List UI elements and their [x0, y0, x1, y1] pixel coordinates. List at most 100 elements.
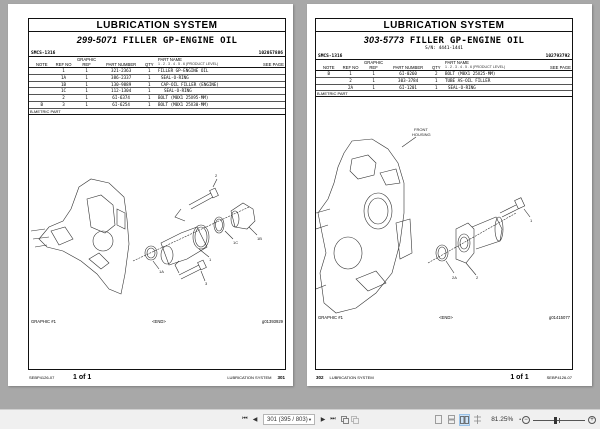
housing-label-front: FRONT [414, 127, 428, 132]
zoom-slider-thumb[interactable] [554, 416, 557, 424]
callout-3: 3 [205, 281, 208, 286]
end-marker: <END> [439, 315, 453, 320]
col-part-name: PART NAME 1 . 2 . 3 . 4 . 5 . 6 (PRODUCT… [443, 59, 549, 71]
page-frame: LUBRICATION SYSTEM 303-5773 FILLER GP-EN… [315, 18, 573, 370]
metric-note: B-METRIC PART [316, 91, 572, 98]
next-page-button[interactable]: ▶ [318, 414, 328, 426]
serial-range: S/N: 4441-1441 [425, 46, 463, 51]
continuous-view-button[interactable] [446, 414, 457, 426]
last-page-icon: ⏭ [330, 416, 336, 422]
zoom-out-button[interactable]: − [522, 415, 530, 424]
zoom-slider[interactable] [533, 415, 585, 425]
graphic-footer: GRAPHIC #1 <END> g01415077 [318, 315, 570, 320]
assembly-part-number: 299-5071 [76, 35, 118, 45]
page-number-field[interactable]: 301 (395 / 803) ▼ [263, 414, 315, 425]
chevron-down-icon[interactable]: ▼ [308, 417, 312, 422]
document-viewport[interactable]: LUBRICATION SYSTEM 299-5071 FILLER GP-EN… [0, 0, 600, 409]
housing-label-housing: HOUSING [412, 132, 431, 137]
graphic-footer: GRAPHIC #1 <END> g01393929 [31, 319, 283, 324]
end-marker: <END> [152, 319, 166, 324]
col-part-number: PART NUMBER [387, 59, 429, 71]
callout-2a: 2A [452, 275, 457, 280]
footer-page-count: 1 of 1 [510, 374, 529, 381]
next-view-button[interactable] [350, 414, 360, 426]
col-ref-no: REF NO [341, 59, 360, 71]
col-ref-no: REF NO [54, 56, 73, 68]
callout-1a: 1A [159, 269, 164, 274]
previous-view-button[interactable] [340, 414, 350, 426]
continuous-page-icon [448, 415, 456, 424]
zoom-slider-tick [559, 417, 560, 423]
single-page-icon [435, 415, 443, 424]
assembly-name: FILLER GP-ENGINE OIL [409, 36, 525, 46]
col-see-page: SEE PAGE [548, 59, 572, 71]
section-title: LUBRICATION SYSTEM [316, 19, 572, 32]
zoom-out-icon: − [524, 416, 528, 423]
callout-1b: 1B [257, 236, 262, 241]
col-note: NOTE [29, 56, 55, 68]
assembly-name: FILLER GP-ENGINE OIL [122, 36, 238, 46]
next-view-icon [351, 415, 359, 424]
page-footer: SEBP4126-07 1 of 1 LUBRICATION SYSTEM 30… [8, 374, 293, 381]
footer-page-count: 1 of 1 [73, 374, 92, 381]
exploded-diagram: 2 1C 1B 1 1A 3 [30, 173, 262, 295]
facing-pages-icon [460, 415, 470, 424]
footer-doc-number: SEBP4126-07 [546, 375, 572, 380]
parts-table: NOTE REF NO GRAPHIC REF PART NUMBER QTY … [316, 59, 572, 92]
assembly-title: 303-5773 FILLER GP-ENGINE OIL [316, 35, 572, 46]
col-see-page: SEE PAGE [261, 56, 285, 68]
exploded-diagram: FRONT HOUSING 1 2A 2 [316, 127, 533, 314]
page-footer: 302 LUBRICATION SYSTEM 1 of 1 SEBP4126-0… [307, 374, 592, 381]
col-qty: QTY [428, 59, 444, 71]
facing-view-button[interactable] [459, 413, 471, 426]
callout-1: 1 [209, 257, 212, 262]
smcs-code: SMCS-1316 [31, 51, 56, 56]
continuous-facing-icon [474, 415, 482, 424]
part-name-levels: 1 . 2 . 3 . 4 . 5 . 6 (PRODUCT LEVEL) [157, 62, 219, 66]
col-graphic-ref: GRAPHIC REF [359, 59, 388, 71]
graphic-id: g01415077 [549, 315, 570, 320]
last-page-button[interactable]: ⏭ [328, 414, 338, 426]
smcs-code: SMCS-1316 [318, 54, 343, 59]
section-title: LUBRICATION SYSTEM [29, 19, 285, 32]
prev-page-button[interactable]: ◀ [250, 414, 260, 426]
continuous-facing-view-button[interactable] [472, 414, 483, 426]
metric-note: B-METRIC PART [29, 109, 285, 115]
parts-table: NOTE REF NO GRAPHIC REF PART NUMBER QTY … [29, 56, 285, 109]
assembly-title: 299-5071 FILLER GP-ENGINE OIL [29, 35, 285, 46]
assembly-part-number: 303-5773 [363, 35, 405, 45]
first-page-icon: ⏮ [242, 416, 248, 422]
part-name-levels: 1 . 2 . 3 . 4 . 5 . 6 (PRODUCT LEVEL) [444, 65, 506, 69]
footer-page-number: 302 [316, 375, 324, 380]
page-number-value: 301 (395 / 803) [267, 416, 308, 423]
zoom-in-button[interactable]: + [588, 415, 596, 424]
col-part-name: PART NAME 1 . 2 . 3 . 4 . 5 . 6 (PRODUCT… [156, 56, 262, 68]
single-page-view-button[interactable] [433, 414, 444, 426]
col-qty: QTY [141, 56, 157, 68]
graphic-label: GRAPHIC #1 [31, 319, 56, 324]
page-301: LUBRICATION SYSTEM 299-5071 FILLER GP-EN… [8, 4, 293, 386]
col-graphic-ref: GRAPHIC REF [72, 56, 101, 68]
first-page-button[interactable]: ⏮ [240, 414, 250, 426]
previous-view-icon [341, 415, 349, 424]
footer-section: LUBRICATION SYSTEM [227, 375, 272, 380]
footer-doc-number: SEBP4126-07 [29, 375, 55, 380]
footer-page-number: 301 [277, 375, 285, 380]
callout-2: 2 [215, 173, 218, 178]
zoom-in-icon: + [590, 416, 594, 423]
col-note: NOTE [316, 59, 342, 71]
graphic-id: g01393929 [262, 319, 283, 324]
doc-id: 102793792 [545, 54, 570, 59]
zoom-level[interactable]: 81.25% [491, 416, 514, 423]
page-302: LUBRICATION SYSTEM 303-5773 FILLER GP-EN… [307, 4, 592, 386]
callout-2: 2 [476, 275, 479, 280]
footer-section: LUBRICATION SYSTEM [329, 375, 374, 380]
